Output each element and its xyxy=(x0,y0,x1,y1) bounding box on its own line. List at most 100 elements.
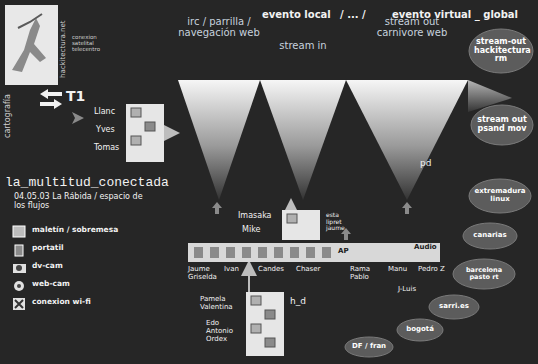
device-icon xyxy=(194,247,203,258)
projection-area: stream out carnivore web xyxy=(346,16,468,200)
remote-node: barcelona pasto rt xyxy=(452,258,516,290)
oval-label: bogotá xyxy=(402,326,438,334)
text-label: conexion satelital telecentro xyxy=(72,34,112,52)
text-label: / ... / xyxy=(340,9,366,20)
text-label: Pedro Z xyxy=(418,266,445,274)
legend-text: portatil xyxy=(32,244,64,252)
remote-node: extremadura linux xyxy=(468,178,532,214)
oval xyxy=(429,295,479,319)
text-label: Ivan xyxy=(224,266,239,274)
strip-label: AP xyxy=(338,248,349,256)
oval-label: stream out psand mov xyxy=(476,116,528,134)
strip xyxy=(188,243,440,262)
oval xyxy=(471,105,533,145)
connector-arrow xyxy=(290,200,292,210)
legend-text: conexion wi-fi xyxy=(32,298,91,306)
remote-node: sarri.es xyxy=(428,294,480,320)
triangle xyxy=(346,80,468,200)
area-heading: irc / parrilla / navegación web xyxy=(178,16,260,38)
box xyxy=(246,292,284,356)
grey-arrow xyxy=(72,112,84,124)
strip-shape xyxy=(188,243,440,262)
person-name: Tomas xyxy=(94,144,119,153)
area-heading: stream in xyxy=(270,40,336,51)
text-label: hackitectura.net xyxy=(60,20,68,78)
oval xyxy=(345,337,393,357)
text-label: evento virtual _ global xyxy=(392,9,518,20)
logo-figure xyxy=(12,18,46,72)
logo xyxy=(5,5,58,85)
text-label: esta lipret jaume xyxy=(326,212,356,232)
remote-node: DF / fran xyxy=(344,336,394,358)
projection-triangle xyxy=(346,80,468,200)
text-label: cartografía xyxy=(4,94,13,138)
triangle xyxy=(178,80,260,200)
oval-label: stream-out hackitectura rm xyxy=(474,38,528,65)
t1-arrows xyxy=(40,89,62,109)
text-label: Rama Pablo xyxy=(350,266,380,282)
oval-label: barcelona pasto rt xyxy=(458,267,510,282)
device-icon xyxy=(265,310,275,319)
device-icon xyxy=(251,296,261,305)
oval xyxy=(397,319,443,341)
tip-arrows xyxy=(212,202,412,240)
text-label: J-Luis xyxy=(398,286,416,294)
people-group: LlancYvesTomas xyxy=(94,104,166,162)
text-label: Candes xyxy=(258,266,284,274)
triangle xyxy=(260,80,346,200)
oval-label: DF / fran xyxy=(350,343,388,351)
remote-node: stream out psand mov xyxy=(470,104,534,146)
remote-node: canarias xyxy=(462,222,518,250)
legend-text: dv-cam xyxy=(32,262,63,270)
strip-label: Audio xyxy=(414,244,437,252)
device-icon xyxy=(306,247,315,258)
remote-node: bogotá xyxy=(396,318,444,342)
device-icon xyxy=(258,247,267,258)
projection-area: irc / parrilla / navegación web xyxy=(178,16,260,200)
device-icon xyxy=(251,324,261,333)
text-label: 04.05.03 La Rábida / espacio de los fluj… xyxy=(14,193,144,211)
device-icon xyxy=(287,214,297,223)
people-group: ImasakaMike xyxy=(238,210,322,240)
oval-label: extremadura linux xyxy=(474,188,526,204)
person-name: Mike xyxy=(242,226,260,235)
projection-triangle xyxy=(178,80,260,200)
device-icon xyxy=(265,338,275,347)
person-name: Llanc xyxy=(94,108,115,117)
device-icon xyxy=(274,247,283,258)
oval-label: sarri.es xyxy=(434,303,474,311)
connector-arrow xyxy=(248,262,250,292)
oval xyxy=(453,259,515,289)
legend-text: maletín / sobremesa xyxy=(32,226,118,234)
text-label: pd xyxy=(420,158,431,168)
projection-area: stream in xyxy=(260,16,346,200)
text-label: Manu xyxy=(388,266,407,274)
text-label: la_multitud_conectada xyxy=(5,176,169,191)
text-label: evento local xyxy=(262,9,331,20)
projection-triangle xyxy=(260,80,346,200)
text-label: Chaser xyxy=(296,266,320,274)
person-name: Yves xyxy=(96,126,115,135)
device-icon xyxy=(322,247,331,258)
text-label: Jaume Griselda xyxy=(188,266,220,282)
remote-node: stream-out hackitectura rm xyxy=(468,28,534,74)
box xyxy=(126,104,164,162)
device-icon xyxy=(145,122,155,131)
device-icon xyxy=(242,247,251,258)
people-group: h_d xyxy=(246,292,310,356)
oval xyxy=(469,179,531,213)
device-icon xyxy=(131,108,141,117)
person-name: Imasaka xyxy=(238,212,272,221)
oval xyxy=(469,29,533,73)
device-icon xyxy=(210,247,219,258)
text-label: T1 xyxy=(66,89,85,105)
text-label: Pamela Valentina xyxy=(200,296,242,312)
person-name: h_d xyxy=(290,296,306,306)
logo-stroke xyxy=(18,14,42,28)
oval xyxy=(463,223,517,249)
device-icon xyxy=(131,136,141,145)
legend-text: web-cam xyxy=(32,280,70,288)
connector-arrow xyxy=(166,132,178,134)
text-label: Edo Antonio Ordex xyxy=(206,320,242,343)
box xyxy=(282,210,320,240)
